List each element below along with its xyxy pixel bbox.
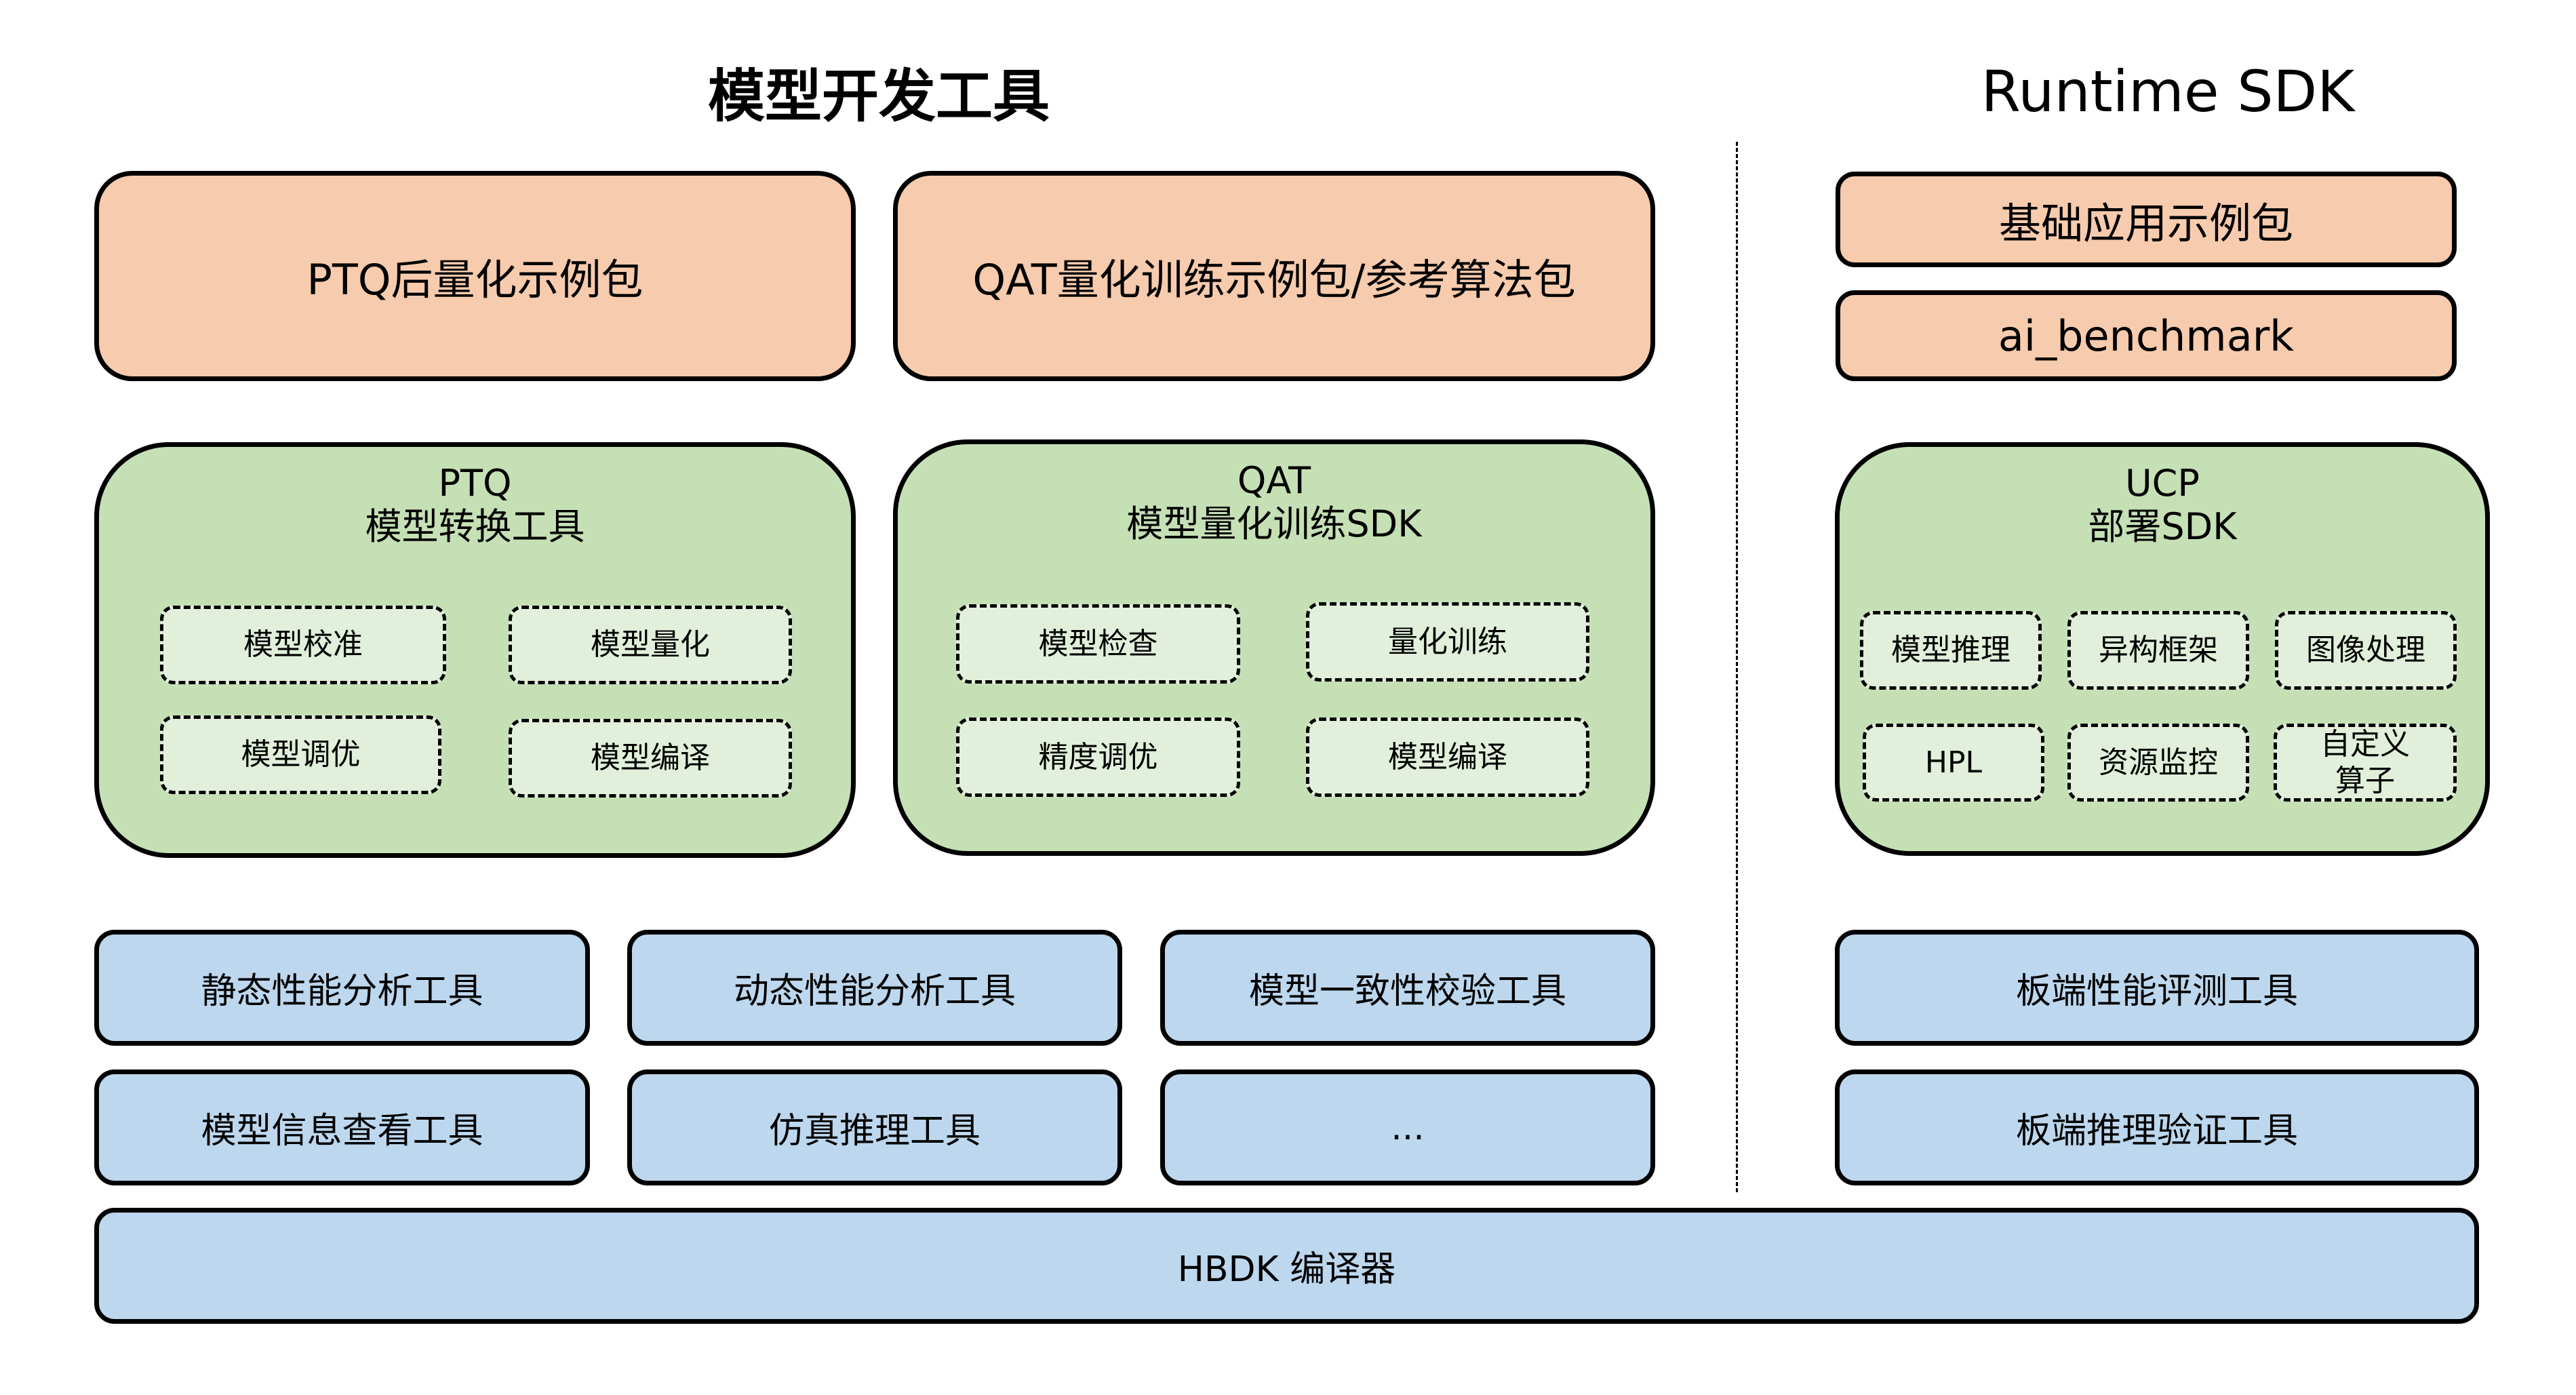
- qat-item-model-check: 模型检查: [956, 604, 1240, 684]
- ucp-item-resource-monitor: 资源监控: [2067, 724, 2249, 802]
- model-info-view-tool: 模型信息查看工具: [94, 1069, 590, 1185]
- ptq-example-package-label: PTQ后量化示例包: [306, 255, 643, 304]
- ptq-tool-header: PTQ 模型转换工具: [99, 462, 851, 549]
- ucp-item-hpl: HPL: [1863, 724, 2044, 802]
- board-perf-eval-tool: 板端性能评测工具: [1835, 930, 2479, 1046]
- ucp-item-image-processing: 图像处理: [2275, 611, 2457, 690]
- basic-app-example-package: 基础应用示例包: [1836, 172, 2457, 267]
- ucp-sdk-title: UCP: [2125, 462, 2200, 505]
- ucp-item-heterogeneous-framework: 异构框架: [2067, 611, 2249, 690]
- ucp-item-custom-operator: 自定义 算子: [2274, 724, 2457, 802]
- model-consistency-check-tool: 模型一致性校验工具: [1160, 930, 1655, 1046]
- ptq-example-package: PTQ后量化示例包: [94, 171, 856, 381]
- board-inference-verify-tool: 板端推理验证工具: [1835, 1069, 2479, 1185]
- qat-sdk-title: QAT: [1237, 459, 1311, 502]
- simulation-inference-tool: 仿真推理工具: [627, 1069, 1122, 1185]
- qat-sdk-header: QAT 模型量化训练SDK: [898, 459, 1650, 546]
- runtime-sdk-title: Runtime SDK: [1981, 58, 2355, 125]
- qat-item-accuracy-tuning: 精度调优: [956, 718, 1240, 797]
- qat-sdk-subtitle: 模型量化训练SDK: [1126, 503, 1422, 545]
- ptq-item-calibration: 模型校准: [160, 606, 446, 684]
- basic-app-example-package-label: 基础应用示例包: [1998, 198, 2293, 248]
- section-divider: [1736, 142, 1738, 1192]
- ai-benchmark-package: ai_benchmark: [1836, 290, 2457, 381]
- qat-example-package-label: QAT量化训练示例包/参考算法包: [972, 255, 1576, 304]
- more-tools-ellipsis: ...: [1160, 1069, 1655, 1185]
- ucp-sdk-subtitle: 部署SDK: [2088, 505, 2237, 548]
- ai-benchmark-package-label: ai_benchmark: [1998, 311, 2295, 361]
- ptq-tool-title: PTQ: [438, 462, 512, 505]
- qat-item-quant-training: 量化训练: [1306, 602, 1589, 682]
- dynamic-perf-analysis-tool: 动态性能分析工具: [627, 930, 1122, 1046]
- ptq-item-compile: 模型编译: [509, 719, 792, 798]
- qat-item-compile: 模型编译: [1306, 718, 1589, 797]
- ptq-item-tuning: 模型调优: [160, 715, 441, 794]
- model-dev-tools-title: 模型开发工具: [707, 62, 1050, 130]
- ptq-item-quantization: 模型量化: [509, 606, 792, 684]
- qat-example-package: QAT量化训练示例包/参考算法包: [893, 171, 1655, 381]
- static-perf-analysis-tool: 静态性能分析工具: [94, 930, 590, 1046]
- ucp-item-model-inference: 模型推理: [1860, 611, 2042, 690]
- ucp-sdk-header: UCP 部署SDK: [1840, 462, 2485, 549]
- ptq-tool-subtitle: 模型转换工具: [365, 505, 585, 548]
- hbdk-compiler: HBDK 编译器: [94, 1208, 2479, 1324]
